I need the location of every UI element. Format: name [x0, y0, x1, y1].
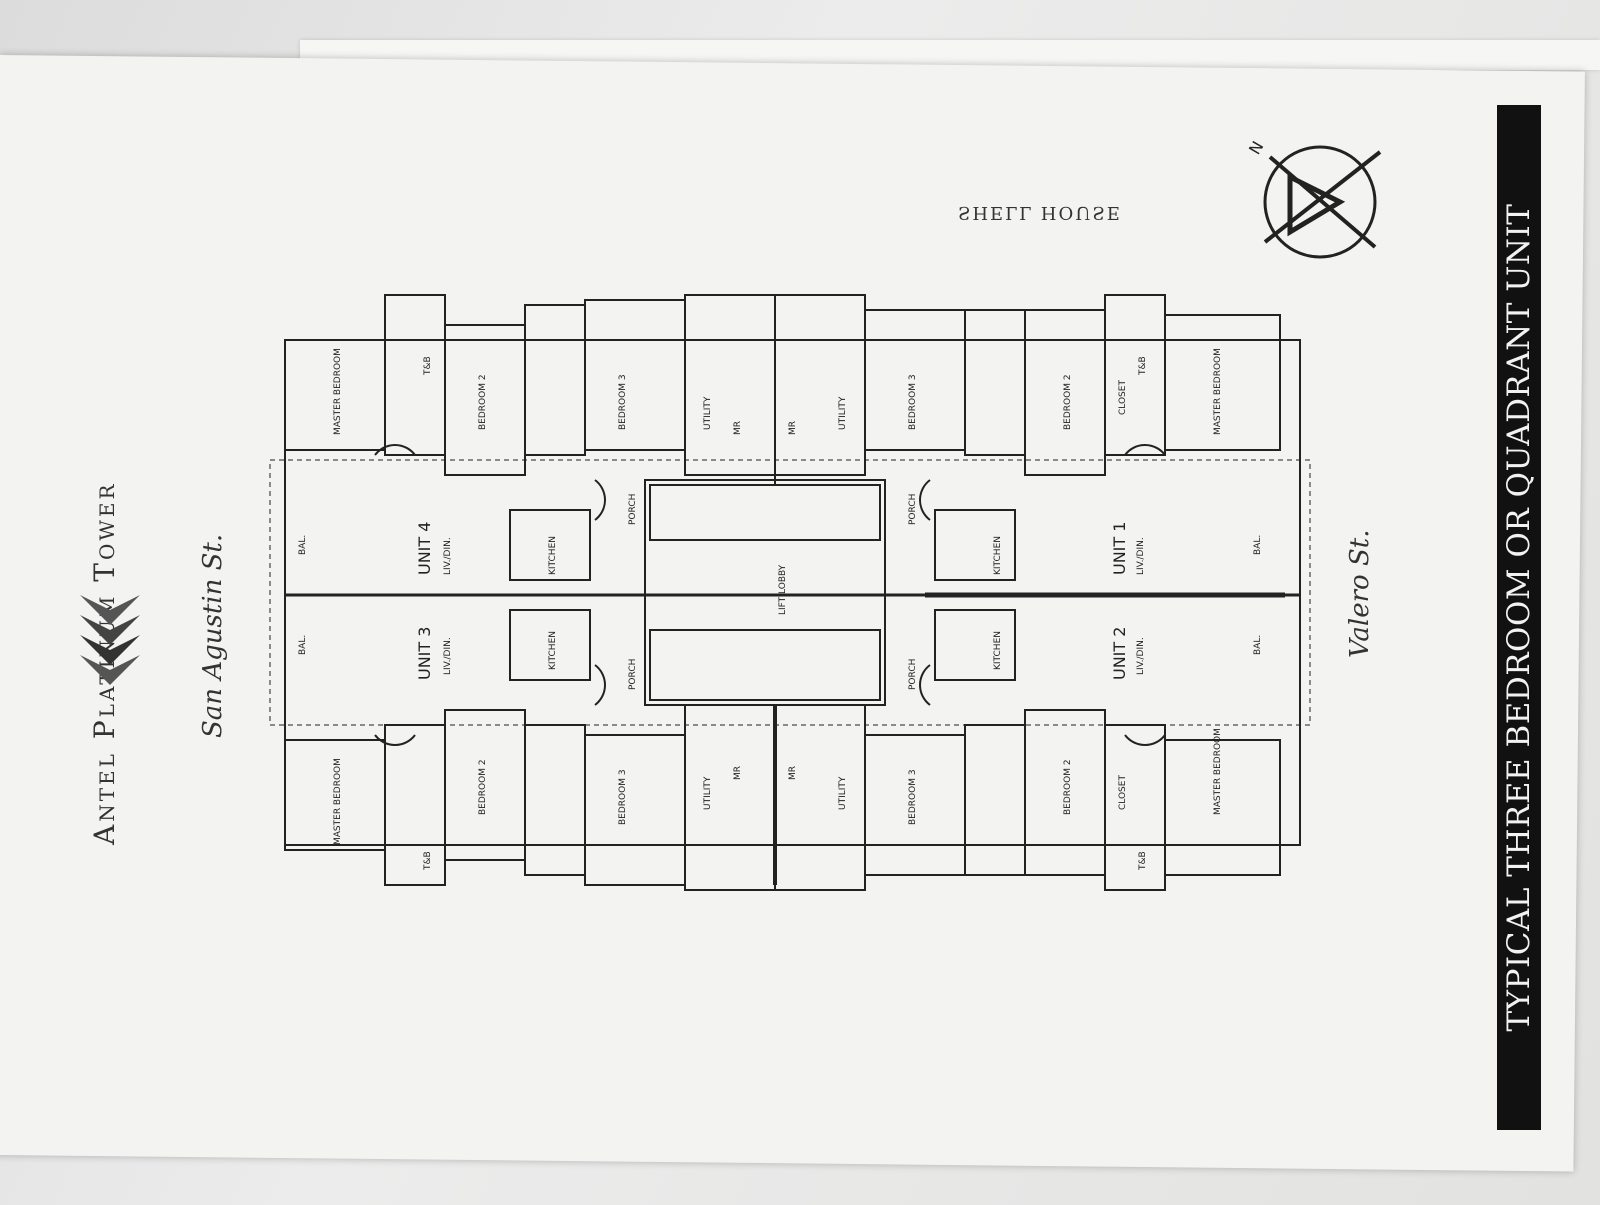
room-tb-2: T&B: [423, 851, 433, 871]
room-bedroom-3: BEDROOM 3: [618, 374, 628, 430]
document-title: TYPICAL THREE BEDROOM OR QUADRANT UNIT: [1497, 105, 1541, 1130]
room-porch: PORCH: [628, 494, 638, 525]
unit-4-sub: LIV./DIN.: [443, 537, 453, 575]
room-porch-3: PORCH: [908, 494, 918, 525]
room-bedroom-2: BEDROOM 2: [478, 374, 488, 430]
room-lift-lobby: LIFT LOBBY: [778, 564, 788, 615]
room-master-bedroom-c: MASTER BEDROOM: [333, 758, 343, 845]
room-mr-3: MR: [733, 766, 743, 780]
room-master-bedroom-d: MASTER BEDROOM: [1213, 728, 1223, 815]
room-kitchen-3: KITCHEN: [993, 536, 1003, 575]
room-bal-3: BAL.: [1253, 535, 1263, 555]
room-bal-1: BAL.: [298, 535, 308, 555]
unit-1-sub: LIV./DIN.: [1136, 537, 1146, 575]
north-arrow-icon: N: [1245, 138, 1382, 259]
room-utility-4: UTILITY: [838, 776, 848, 810]
room-closet-2: CLOSET: [1118, 380, 1128, 415]
room-porch-2: PORCH: [628, 659, 638, 690]
room-closet: CLOSET: [1118, 775, 1128, 810]
unit-3-label: UNIT 3: [415, 627, 434, 680]
street-label-east: Valero St.: [1345, 529, 1375, 658]
brand-logo-icon: [80, 595, 140, 685]
room-tb-1: T&B: [423, 356, 433, 376]
room-bedroom-2c: BEDROOM 2: [478, 759, 488, 815]
unit-2-label: UNIT 2: [1110, 627, 1129, 680]
room-tb-3: T&B: [1138, 356, 1148, 376]
unit-4-label: UNIT 4: [415, 522, 434, 575]
room-bal-2: BAL.: [298, 635, 308, 655]
unit-3-sub: LIV./DIN.: [443, 637, 453, 675]
room-utility-3: UTILITY: [703, 776, 713, 810]
room-utility-2: UTILITY: [838, 396, 848, 430]
room-mr-1: MR: [733, 421, 743, 435]
room-utility: UTILITY: [703, 396, 713, 430]
room-kitchen-2: KITCHEN: [548, 631, 558, 670]
room-kitchen-4: KITCHEN: [993, 631, 1003, 670]
room-master-bedroom: MASTER BEDROOM: [333, 348, 343, 435]
room-bedroom-2d: BEDROOM 2: [1063, 759, 1073, 815]
shell-house-label: SHELL HOUSE: [958, 202, 1122, 223]
room-bal-4: BAL.: [1253, 635, 1263, 655]
room-mr-4: MR: [788, 766, 798, 780]
plan-outline: [284, 339, 1301, 846]
room-bedroom-3d: BEDROOM 3: [908, 769, 918, 825]
room-porch-4: PORCH: [908, 659, 918, 690]
street-label-west: San Agustin St.: [198, 533, 228, 738]
floor-plan: UNIT 4 LIV./DIN. UNIT 3 LIV./DIN. UNIT 1…: [269, 294, 1311, 891]
room-kitchen: KITCHEN: [548, 536, 558, 575]
unit-2-sub: LIV./DIN.: [1136, 637, 1146, 675]
room-bedroom-2b: BEDROOM 2: [1063, 374, 1073, 430]
room-tb-4: T&B: [1138, 851, 1148, 871]
document-title-text: TYPICAL THREE BEDROOM OR QUADRANT UNIT: [1501, 203, 1537, 1032]
compass-label: N: [1245, 138, 1267, 158]
unit-1-label: UNIT 1: [1110, 522, 1129, 575]
room-bedroom-3c: BEDROOM 3: [618, 769, 628, 825]
room-master-bedroom-b: MASTER BEDROOM: [1213, 348, 1223, 435]
room-mr-2: MR: [788, 421, 798, 435]
room-bedroom-3b: BEDROOM 3: [908, 374, 918, 430]
